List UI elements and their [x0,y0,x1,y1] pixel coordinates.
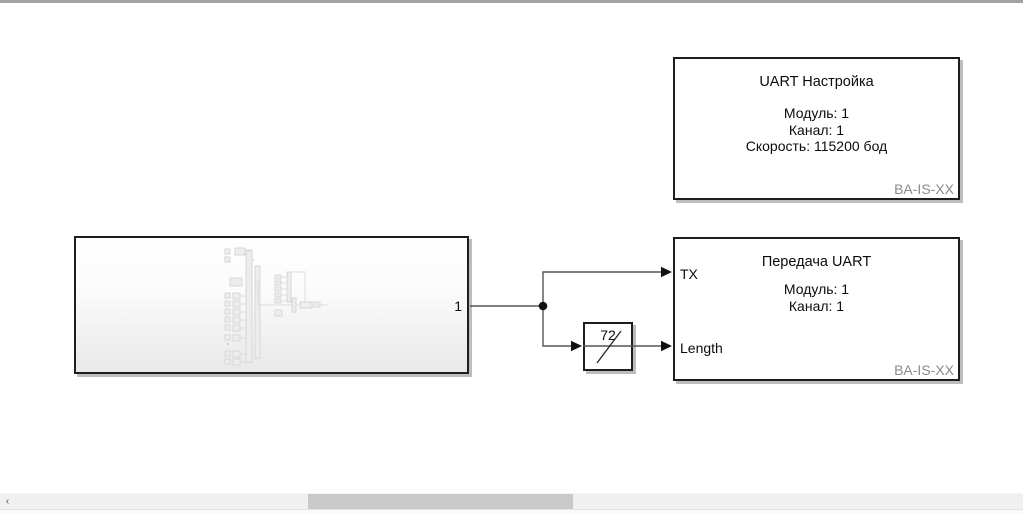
uart-config-speed: Скорость: 115200 бод [745,138,888,154]
uart-transmit-block[interactable]: Передача UART Модуль: 1 Канал: 1 TX Leng… [673,237,960,381]
scrollbar-thumb[interactable] [308,494,573,510]
subsystem-block[interactable]: 1 [74,236,469,374]
uart-config-block[interactable]: UART Настройка Модуль: 1 Канал: 1 Скорос… [673,57,960,200]
horizontal-scrollbar[interactable]: ‹ [0,493,1023,510]
chevron-left-icon: ‹ [5,496,10,507]
signal-width-block[interactable]: 72 [583,322,633,371]
uart-transmit-channel: Канал: 1 [788,297,845,314]
port-label-tx: TX [680,266,698,282]
port-label-length: Length [680,340,723,356]
scroll-left-button[interactable]: ‹ [0,494,15,510]
arrowhead-length-icon [661,340,672,352]
uart-transmit-tag: BA-IS-XX [894,362,954,378]
arrowhead-width-icon [571,340,582,352]
uart-config-title: UART Настройка [759,74,874,90]
top-border-bar [0,0,1023,3]
wire-branch-tx [542,271,661,306]
uart-config-tag: BA-IS-XX [894,181,954,197]
uart-config-channel: Канал: 1 [788,121,845,138]
arrowhead-tx-icon [661,266,672,278]
subsystem-preview-icon [224,247,328,366]
signal-width-value: 72 [600,327,616,343]
uart-transmit-module: Модуль: 1 [783,281,850,297]
wire-branch-length [542,306,571,347]
uart-config-module: Модуль: 1 [783,105,850,121]
uart-transmit-title: Передача UART [761,254,872,270]
bottom-edge-strip [0,509,1023,514]
subsystem-output-port-number: 1 [454,298,462,314]
branch-dot [538,301,548,311]
